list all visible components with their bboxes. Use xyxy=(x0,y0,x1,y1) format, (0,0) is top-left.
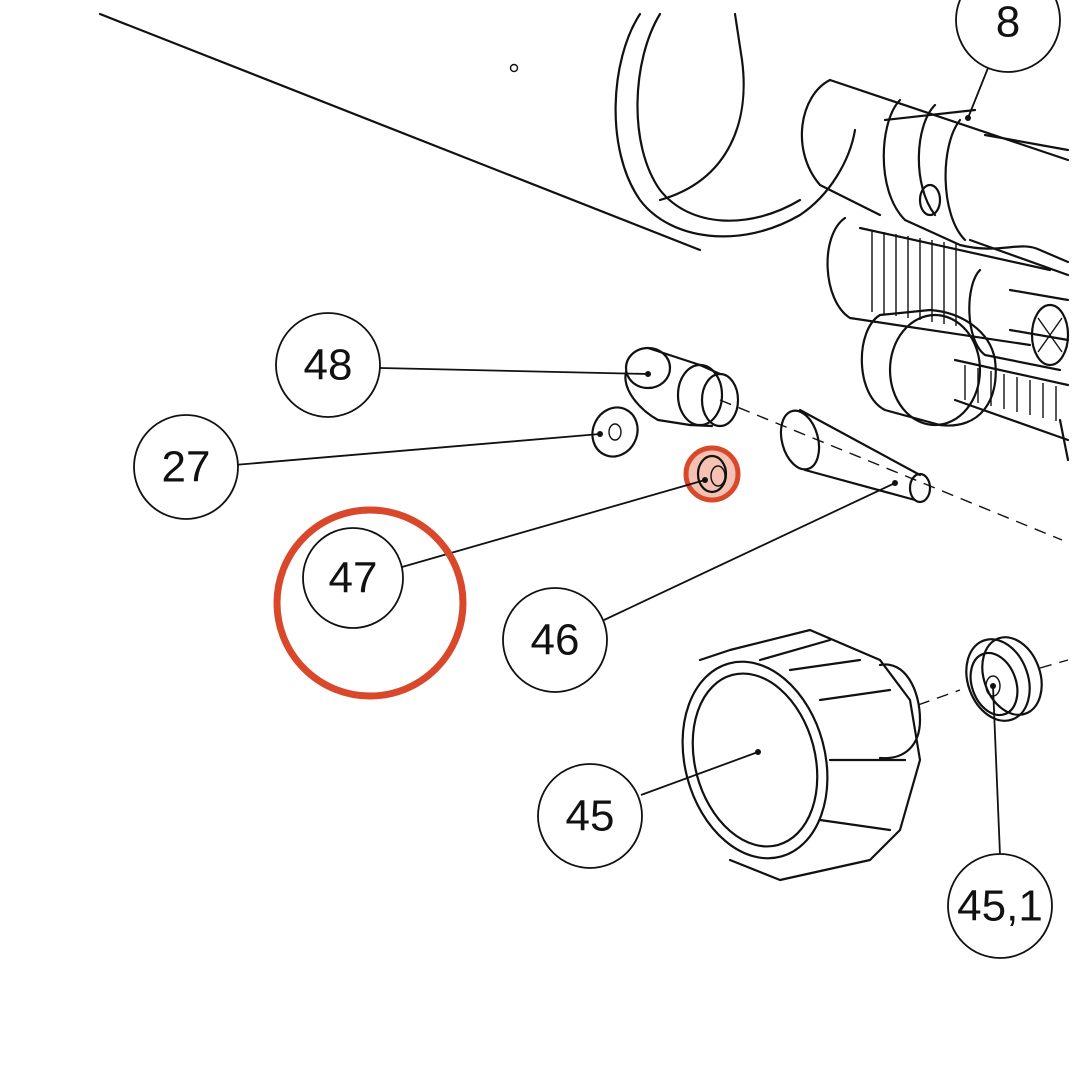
upper-shaft-assembly xyxy=(800,78,1070,277)
callout-8: 8 xyxy=(955,0,1061,73)
part-45-knob xyxy=(681,628,922,882)
callout-45-label: 45 xyxy=(566,792,615,841)
callout-46-label: 46 xyxy=(531,616,580,665)
leader-lines xyxy=(233,67,1001,856)
callout-48: 48 xyxy=(275,312,381,418)
part-45-1-grommet xyxy=(965,636,1043,722)
main-housing-edge xyxy=(98,12,702,252)
part-27-washer xyxy=(591,406,639,458)
axis-line-upper xyxy=(719,399,1063,541)
callout-45-1-label: 45,1 xyxy=(957,882,1043,931)
housing-ring xyxy=(614,12,857,238)
part-46-pin xyxy=(779,408,932,504)
leader-45-1 xyxy=(992,685,1001,856)
leader-8 xyxy=(967,67,989,119)
leader-45 xyxy=(640,751,759,796)
leader-27 xyxy=(233,433,601,466)
axis-line-lower xyxy=(917,659,1069,706)
threaded-rod-upper xyxy=(826,216,1070,372)
part-47-ring xyxy=(683,445,741,503)
threaded-rod-lower xyxy=(860,308,1070,462)
callout-47-label: 47 xyxy=(329,554,378,603)
leader-47 xyxy=(401,479,706,568)
callout-27: 27 xyxy=(133,414,239,520)
callout-45: 45 xyxy=(537,763,643,869)
callout-47-highlight-ring xyxy=(273,506,467,700)
callout-45-1: 45,1 xyxy=(947,853,1053,959)
leader-48 xyxy=(379,367,649,375)
part-48-plug xyxy=(624,346,740,428)
callout-47: 47 xyxy=(302,527,404,629)
callout-27-label: 27 xyxy=(162,443,211,492)
callout-48-label: 48 xyxy=(304,341,353,390)
callout-46: 46 xyxy=(502,587,608,693)
leader-dots xyxy=(597,115,996,755)
callout-8-label: 8 xyxy=(996,0,1020,47)
leader-46 xyxy=(603,482,896,621)
